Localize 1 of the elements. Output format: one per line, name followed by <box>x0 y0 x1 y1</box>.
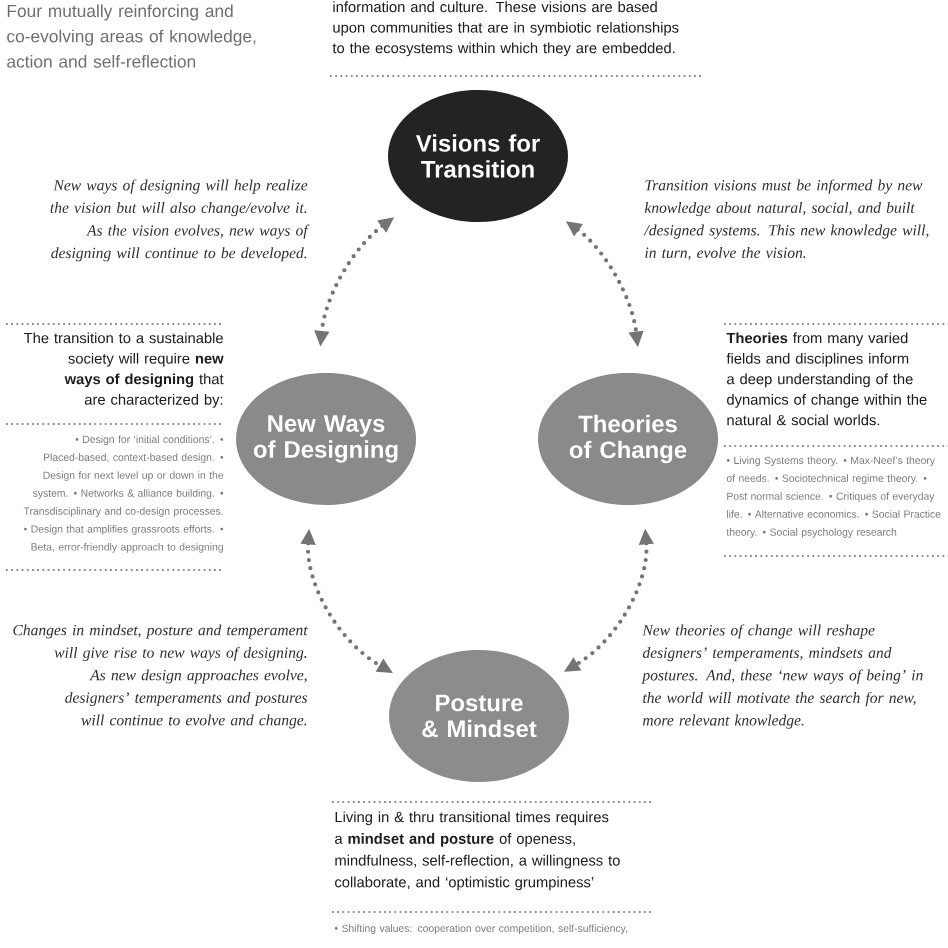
title: Four mutually reinforcing and co-evolving areas of knowledge, action and self-reflection <box>7 4 256 68</box>
